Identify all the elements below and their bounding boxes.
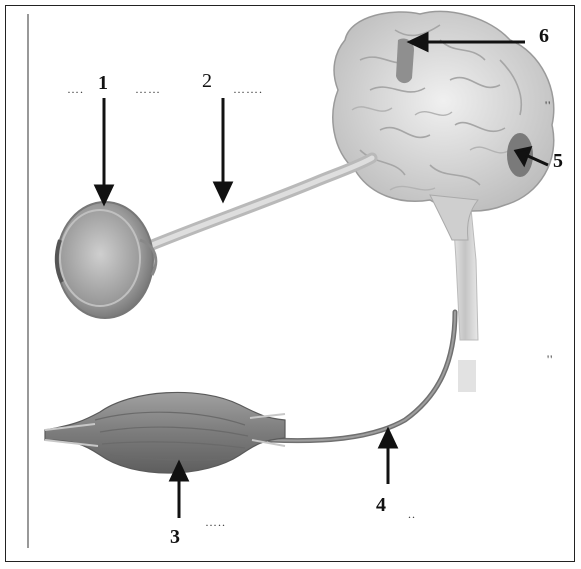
brain: [333, 12, 554, 240]
blank-1: ….: [67, 82, 84, 97]
blank-4: ..: [408, 507, 416, 522]
label-3: 3: [170, 526, 180, 549]
blank-5: '': [545, 98, 551, 113]
spinal-cord-lower: [458, 360, 476, 392]
motor-cortex-region: [396, 38, 414, 83]
muscle: [45, 392, 285, 473]
label-2: 2: [202, 70, 212, 93]
blank-3: …..: [205, 515, 226, 530]
label-1: 1: [98, 72, 108, 95]
label-4: 4: [376, 494, 386, 517]
label-6: 6: [539, 25, 549, 48]
label-5: 5: [553, 150, 563, 173]
motor-nerve: [270, 312, 455, 441]
blank-6: '': [547, 352, 553, 367]
eye: [57, 202, 156, 318]
blank-2-right: …….: [233, 82, 263, 97]
blank-2-left: ……: [135, 82, 161, 97]
